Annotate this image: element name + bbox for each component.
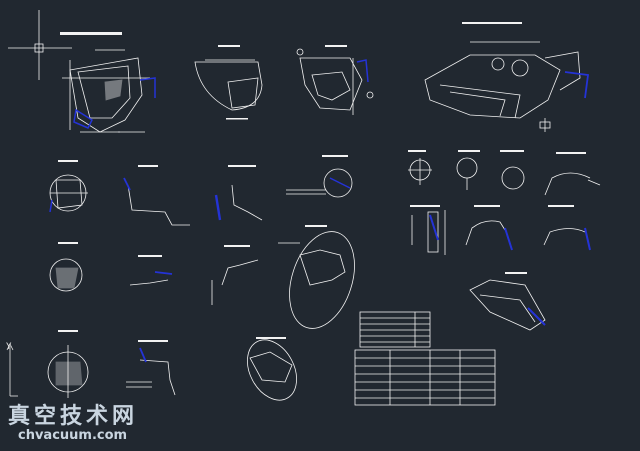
ucs-y-label: Y <box>6 342 12 352</box>
detail-circle-f[interactable] <box>456 150 480 190</box>
detail-circle-d[interactable] <box>286 155 353 198</box>
isometric-part-view[interactable] <box>469 272 546 331</box>
detail-circle-o[interactable] <box>47 330 89 398</box>
large-section-view[interactable] <box>278 223 366 337</box>
detail-profile-n[interactable] <box>211 245 259 305</box>
top-section-view[interactable] <box>194 45 263 120</box>
main-assembly-view[interactable] <box>60 32 156 133</box>
side-section-view[interactable] <box>296 45 374 115</box>
detail-profile-m[interactable] <box>129 255 173 286</box>
detail-profile-k[interactable] <box>543 205 591 251</box>
watermark: 真空技术网 chvacuum.com <box>4 398 154 448</box>
watermark-title: 真空技术网 <box>8 403 139 429</box>
detail-profile-h[interactable] <box>544 152 601 196</box>
detail-profile-c[interactable] <box>214 165 263 221</box>
detail-circle-g[interactable] <box>500 150 525 190</box>
parts-list-table[interactable] <box>359 311 431 348</box>
watermark-url: chvacuum.com <box>18 428 128 443</box>
crosshair-cursor <box>8 10 72 80</box>
detail-profile-b[interactable] <box>123 165 190 226</box>
detail-circle-a[interactable] <box>49 160 88 213</box>
detail-section-p[interactable] <box>126 340 176 396</box>
detail-block-i[interactable] <box>410 205 446 255</box>
detail-profile-j[interactable] <box>465 205 513 251</box>
ucs-icon: Y <box>2 340 20 400</box>
detail-section-q[interactable] <box>238 331 307 408</box>
title-block-table[interactable] <box>354 349 496 406</box>
isometric-assembly-view[interactable] <box>424 22 590 132</box>
detail-circle-e[interactable] <box>408 150 432 185</box>
detail-circle-l[interactable] <box>49 242 83 292</box>
